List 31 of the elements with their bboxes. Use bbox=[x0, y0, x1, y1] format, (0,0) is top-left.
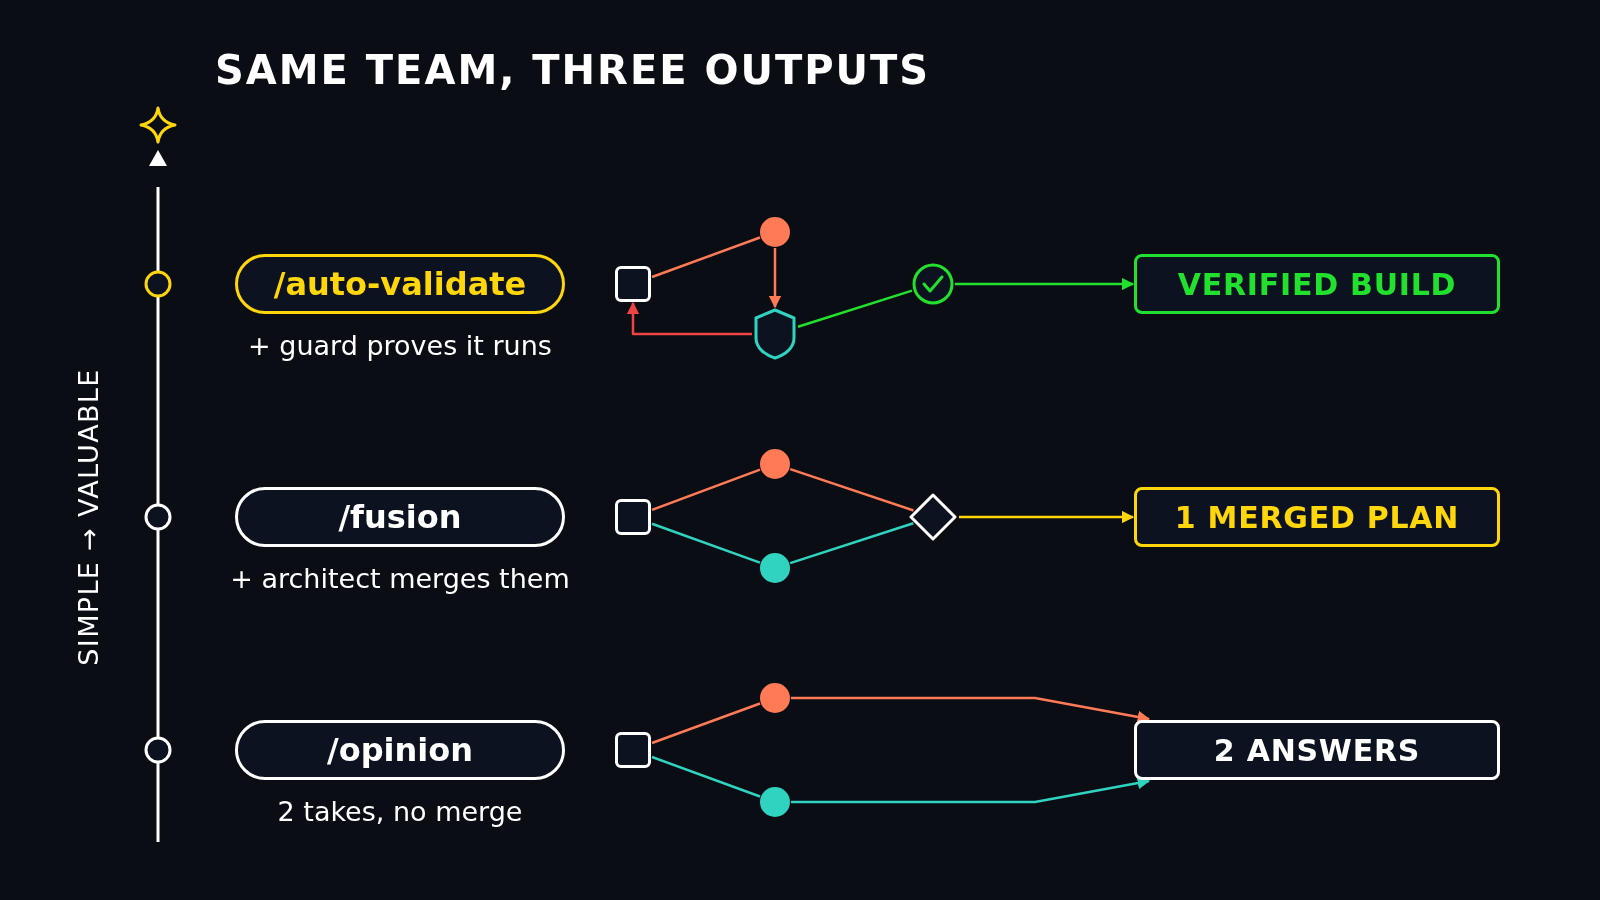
connector-line bbox=[789, 467, 914, 512]
arrow bbox=[955, 277, 1135, 291]
command-pill: /fusion bbox=[235, 487, 565, 547]
command-caption: + guard proves it runs bbox=[247, 329, 553, 363]
arrow bbox=[791, 776, 1151, 804]
input-square bbox=[615, 499, 651, 535]
command-pill: /auto-validate bbox=[235, 254, 565, 314]
connector-line bbox=[651, 468, 761, 512]
command-caption: 2 takes, no merge bbox=[276, 795, 524, 829]
connector-line bbox=[789, 522, 914, 565]
output-box: 1 MERGED PLAN bbox=[1134, 487, 1500, 547]
connector-line bbox=[651, 522, 761, 564]
connector-line bbox=[797, 289, 913, 328]
merge-diamond bbox=[909, 493, 957, 541]
connector-line bbox=[651, 236, 761, 279]
arrow bbox=[626, 301, 752, 336]
output-box: VERIFIED BUILD bbox=[1134, 254, 1500, 314]
arrow bbox=[791, 696, 1151, 724]
shield-icon bbox=[753, 308, 797, 360]
diagram-title: SAME TEAM, THREE OUTPUTS bbox=[215, 46, 931, 95]
arrow bbox=[768, 248, 782, 309]
input-square bbox=[615, 732, 651, 768]
command-pill: /opinion bbox=[235, 720, 565, 780]
input-square bbox=[615, 266, 651, 302]
connector-line bbox=[651, 755, 761, 798]
connector-line bbox=[651, 702, 761, 745]
output-box: 2 ANSWERS bbox=[1134, 720, 1500, 780]
check-circle-icon bbox=[912, 263, 954, 305]
axis-label: SIMPLE → VALUABLE bbox=[71, 368, 105, 666]
command-caption: + architect merges them bbox=[229, 562, 571, 596]
arrow bbox=[959, 510, 1135, 524]
